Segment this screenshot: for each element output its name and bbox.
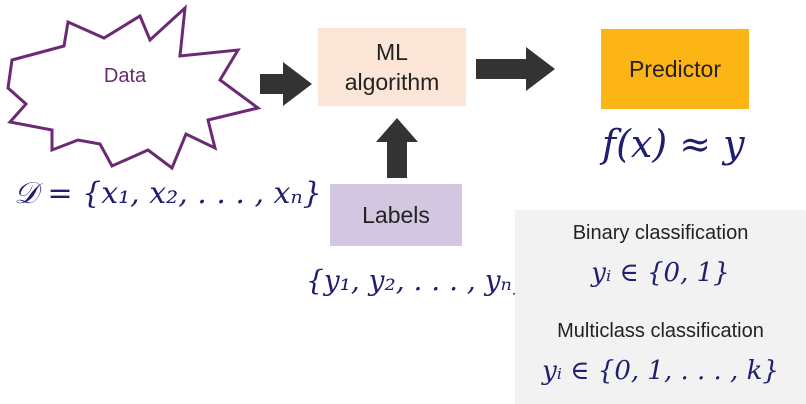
arrow-labels-to-algorithm — [376, 118, 418, 178]
classification-panel: Binary classification yᵢ ∈ {0, 1} Multic… — [515, 210, 806, 404]
multiclass-classification-formula: yᵢ ∈ {0, 1, . . . , k} — [542, 356, 779, 386]
ml-algorithm-line2: algorithm — [344, 69, 440, 95]
arrow-data-to-algorithm — [260, 62, 312, 106]
ml-algorithm-line1: ML — [376, 39, 408, 65]
predictor-box: Predictor — [601, 29, 749, 109]
binary-classification-title: Binary classification — [572, 222, 749, 244]
arrow-algorithm-to-predictor — [476, 47, 555, 91]
predictor-formula: f(x) ≈ y — [602, 122, 745, 166]
labels-label: Labels — [362, 201, 430, 228]
labels-formula: {y₁, y₂, . . . , yₙ} — [306, 264, 530, 297]
labels-box: Labels — [330, 184, 462, 246]
data-formula: 𝒟 = {x₁, x₂, . . . , xₙ} — [14, 176, 322, 211]
data-label: Data — [103, 64, 147, 87]
data-starburst-shape — [6, 4, 262, 171]
ml-algorithm-box: ML algorithm — [318, 28, 466, 106]
multiclass-classification-title: Multiclass classification — [557, 320, 764, 342]
binary-classification-formula: yᵢ ∈ {0, 1} — [591, 258, 730, 288]
predictor-label: Predictor — [628, 55, 722, 82]
